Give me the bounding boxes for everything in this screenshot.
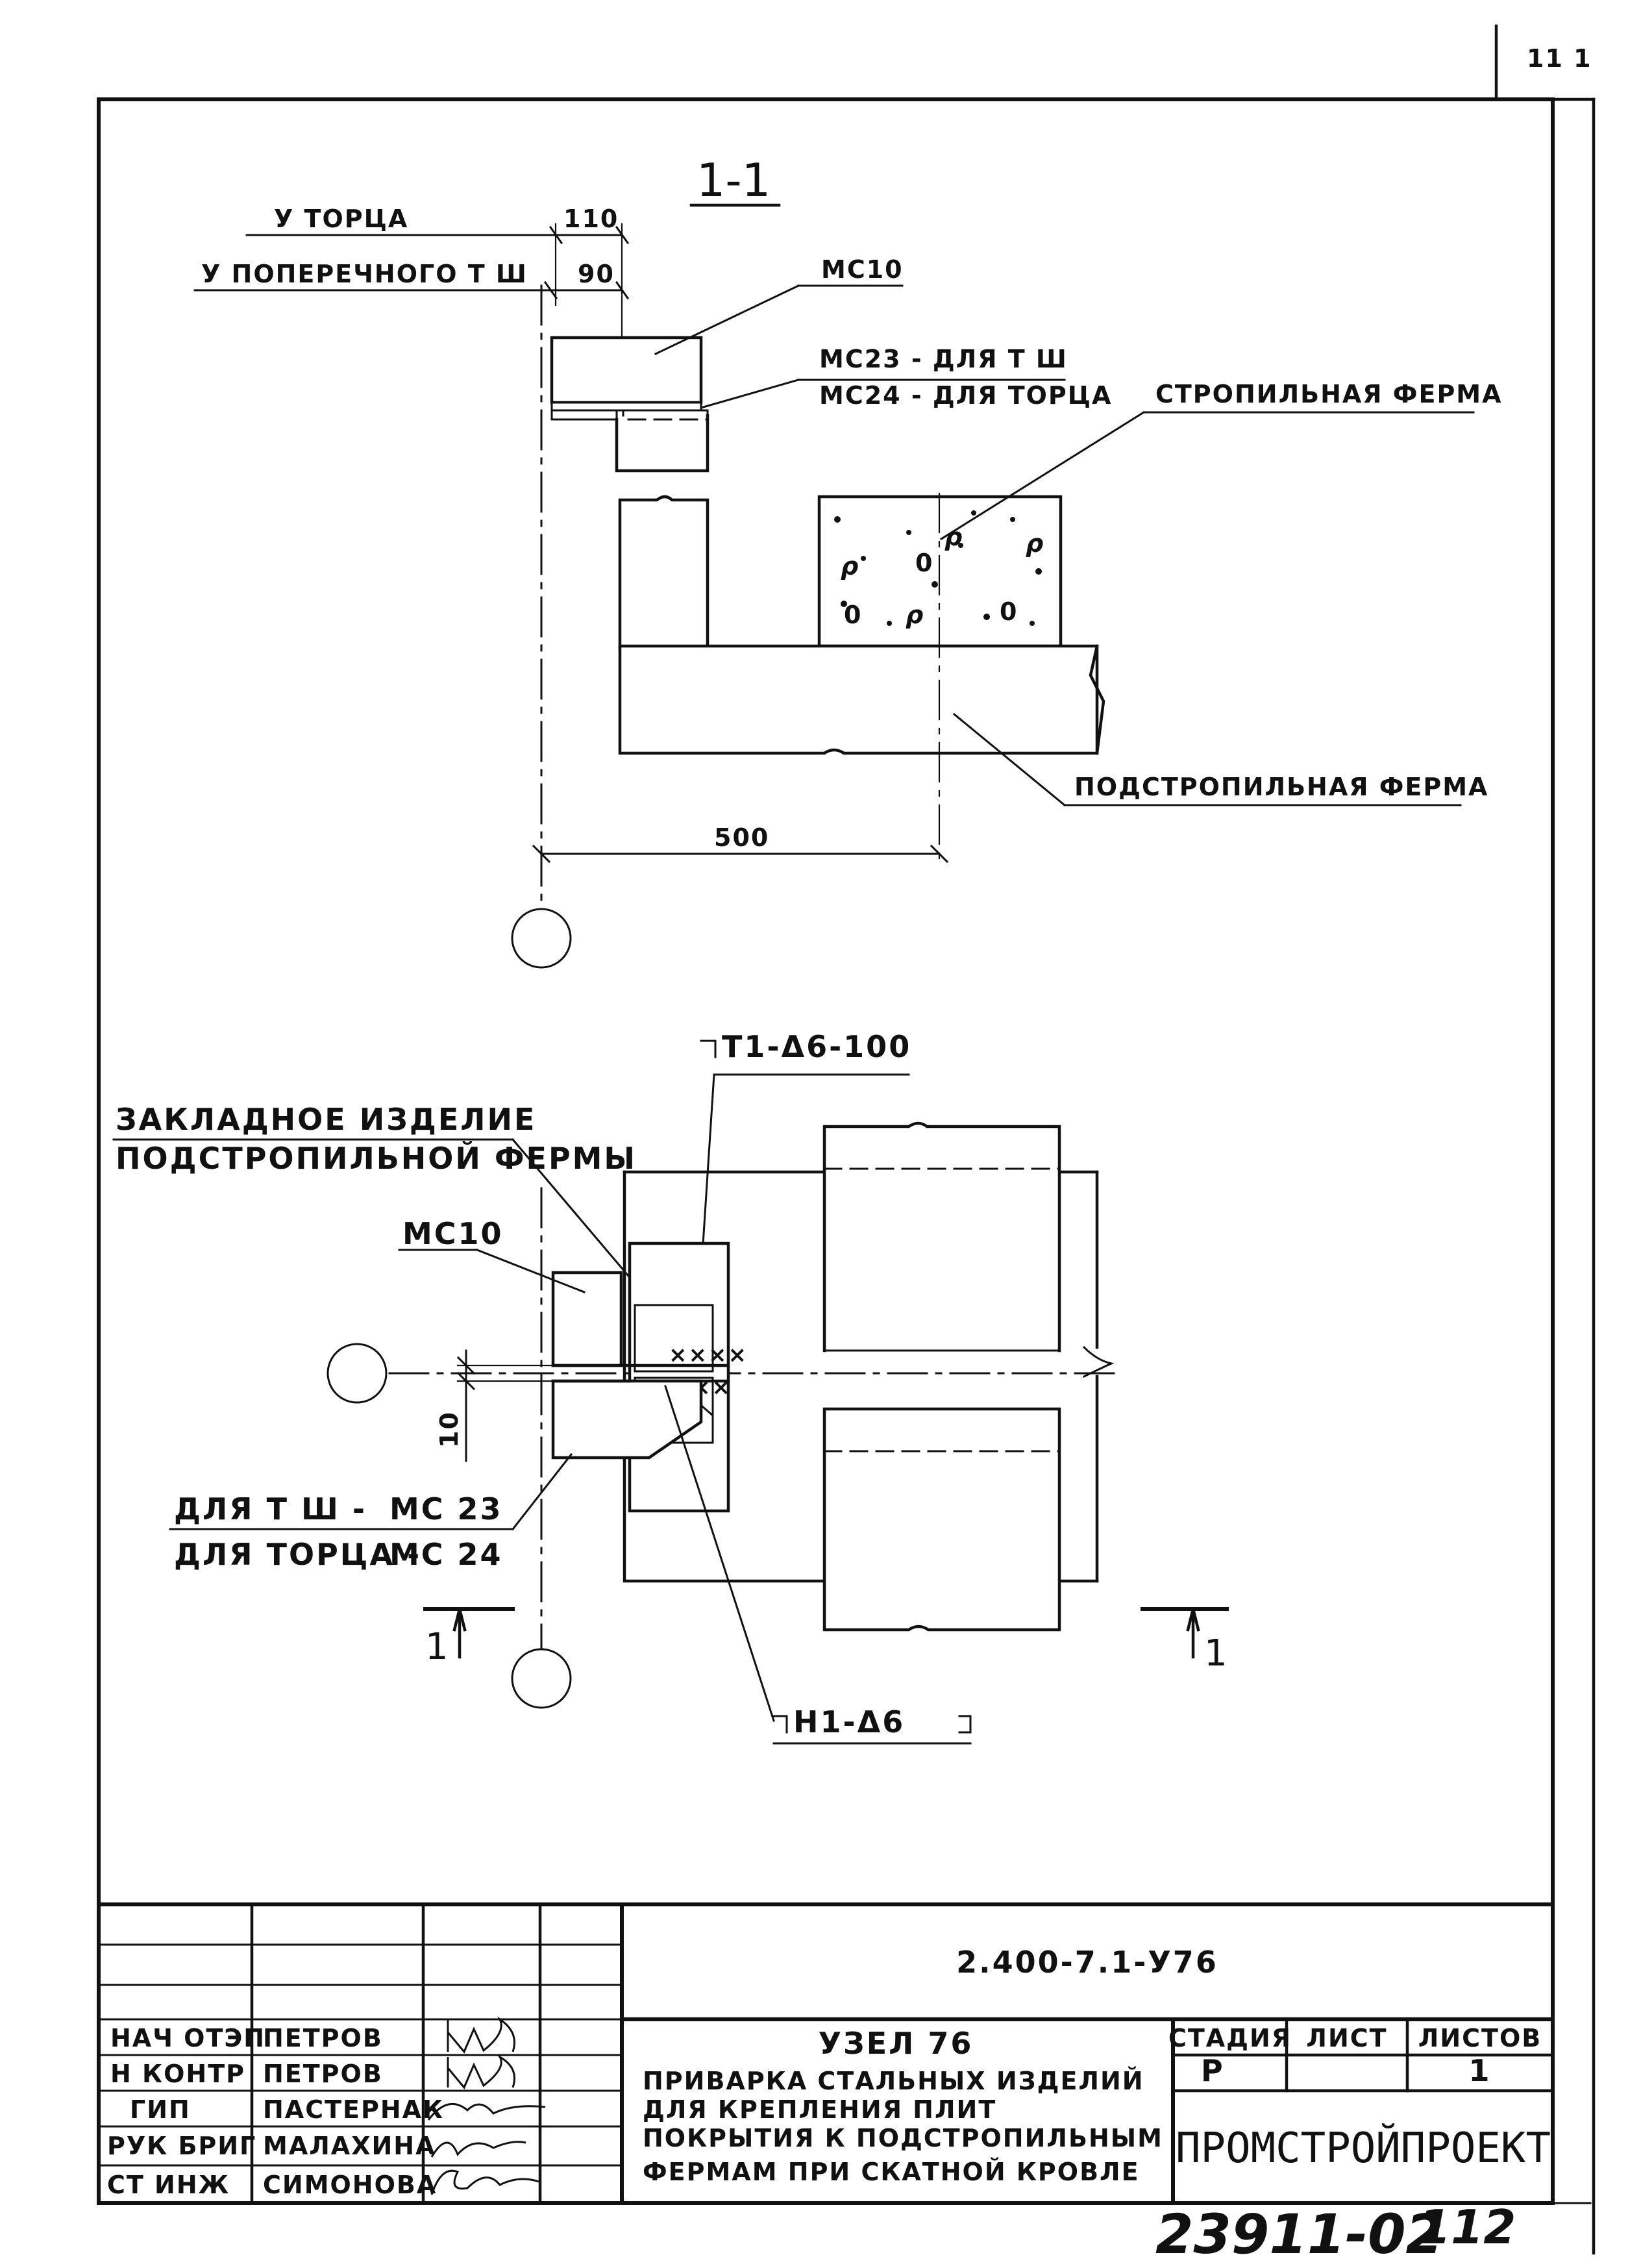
label-rafter-truss: СТРОПИЛЬНАЯ ФЕРМА bbox=[1155, 380, 1503, 408]
stage-header: СТАДИЯ bbox=[1168, 2024, 1292, 2052]
description-line-1: ДЛЯ КРЕПЛЕНИЯ ПЛИТ bbox=[643, 2095, 996, 2124]
sheets-header: ЛИСТОВ bbox=[1418, 2024, 1542, 2052]
description-line-2: ПОКРЫТИЯ К ПОДСТРОПИЛЬНЫМ bbox=[643, 2124, 1163, 2152]
label-embedded-line1: ЗАКЛАДНОЕ ИЗДЕЛИЕ bbox=[116, 1102, 536, 1137]
svg-text:ρ: ρ bbox=[1026, 529, 1044, 558]
dim-label-end: У ТОРЦА bbox=[274, 205, 408, 233]
plate-mc23-plan bbox=[551, 1379, 703, 1460]
role-0: НАЧ ОТЭП bbox=[110, 2024, 265, 2052]
role-2: ГИП bbox=[130, 2095, 191, 2124]
label-mc10-plan: МС10 bbox=[402, 1216, 504, 1251]
title-block: 2.400-7.1-У76 НАЧ ОТЭП Н КОНТР ГИП РУК Б… bbox=[97, 1902, 1555, 2205]
sheet-header: ЛИСТ bbox=[1306, 2024, 1387, 2052]
name-0: ПЕТРОВ bbox=[263, 2024, 383, 2052]
label-embedded-line2: ПОДСТРОПИЛЬНОЙ ФЕРМЫ bbox=[116, 1141, 637, 1176]
sheets-value: 1 bbox=[1468, 2053, 1491, 2088]
section-1-1: 1-1 У ТОРЦА 110 У ПОПЕРЕЧНОГО Т Ш 90 bbox=[193, 154, 1503, 969]
organization: ПРОМСТРОЙПРОЕКТ bbox=[1176, 2123, 1551, 2173]
axis-circle-plan-bottom bbox=[511, 1648, 572, 1709]
role-3: РУК БРИГ bbox=[107, 2132, 256, 2160]
handwritten-archive-number: 23911-02 bbox=[1155, 2202, 1444, 2266]
name-4: СИМОНОВА bbox=[263, 2171, 437, 2199]
description-line-0: ПРИВАРКА СТАЛЬНЫХ ИЗДЕЛИЙ bbox=[643, 2067, 1144, 2095]
label-sub-rafter-truss: ПОДСТРОПИЛЬНАЯ ФЕРМА bbox=[1074, 773, 1488, 801]
stage-value: Р bbox=[1201, 2053, 1225, 2088]
dimension-end: У ТОРЦА 110 bbox=[245, 205, 630, 245]
role-4: СТ ИНЖ bbox=[107, 2171, 230, 2199]
dim-value-transverse: 90 bbox=[578, 260, 615, 288]
plate-mc10-plan bbox=[551, 1271, 623, 1367]
label-for-tsh: ДЛЯ Т Ш - bbox=[174, 1491, 367, 1527]
node-title: УЗЕЛ 76 bbox=[819, 2026, 974, 2061]
name-1: ПЕТРОВ bbox=[263, 2060, 383, 2088]
document-code: 2.400-7.1-У76 bbox=[956, 1945, 1218, 1980]
dim-value-end: 110 bbox=[563, 205, 619, 233]
sub-rafter-truss-beam bbox=[618, 644, 1099, 755]
svg-text:1: 1 bbox=[1204, 1632, 1228, 1675]
slab-bottom bbox=[822, 1407, 1061, 1632]
svg-text:××××: ×××× bbox=[669, 1342, 748, 1368]
svg-text:1: 1 bbox=[425, 1626, 449, 1668]
description-line-3: ФЕРМАМ ПРИ СКАТНОЙ КРОВЛЕ bbox=[643, 2158, 1140, 2186]
label-for-end-part: МС 24 bbox=[389, 1537, 503, 1572]
dimension-transverse: У ПОПЕРЕЧНОГО Т Ш 90 bbox=[193, 260, 630, 300]
axis-circle-plan-left bbox=[327, 1343, 388, 1404]
svg-text:ρ: ρ bbox=[841, 552, 859, 580]
axis-circle-section bbox=[511, 908, 572, 969]
svg-text:0: 0 bbox=[844, 601, 862, 629]
svg-text:0: 0 bbox=[1000, 597, 1018, 626]
label-mc10-section: МС10 bbox=[821, 255, 904, 284]
svg-text:ρ: ρ bbox=[906, 601, 924, 629]
section-mark-left: 1 bbox=[423, 1607, 515, 1668]
signatures bbox=[427, 2016, 546, 2195]
plate-mc10 bbox=[550, 336, 703, 405]
label-for-end: ДЛЯ ТОРЦА - bbox=[174, 1537, 421, 1572]
label-weld-top: Т1-Δ6-100 bbox=[722, 1029, 911, 1064]
label-mc24: МС24 - ДЛЯ ТОРЦА bbox=[819, 381, 1112, 410]
dim-10: 10 bbox=[435, 1411, 463, 1448]
label-mc23: МС23 - ДЛЯ Т Ш bbox=[819, 345, 1068, 373]
plan-view: Т1-Δ6-100 ЗАКЛАДНОЕ ИЗДЕЛИЕ ПОДСТРОПИЛЬН… bbox=[112, 1029, 1229, 1745]
dim-500: 500 bbox=[714, 823, 769, 852]
name-3: МАЛАХИНА bbox=[263, 2132, 436, 2160]
sheet-frame bbox=[97, 24, 1596, 2255]
label-weld-bottom: Н1-Δ6 bbox=[793, 1704, 905, 1739]
section-title: 1-1 bbox=[697, 154, 771, 207]
svg-text:0: 0 bbox=[915, 549, 933, 577]
column-stub bbox=[618, 495, 709, 651]
slab-top bbox=[822, 1121, 1061, 1352]
section-mark-right: 1 bbox=[1141, 1607, 1229, 1675]
name-2: ПАСТЕРНАК bbox=[263, 2095, 444, 2124]
handwritten-page-number: 112 bbox=[1418, 2200, 1516, 2254]
role-1: Н КОНТР bbox=[110, 2060, 245, 2088]
label-for-tsh-part: МС 23 bbox=[389, 1491, 503, 1527]
corner-number: 11 1 bbox=[1527, 44, 1592, 73]
dim-label-transverse: У ПОПЕРЕЧНОГО Т Ш bbox=[201, 260, 528, 288]
